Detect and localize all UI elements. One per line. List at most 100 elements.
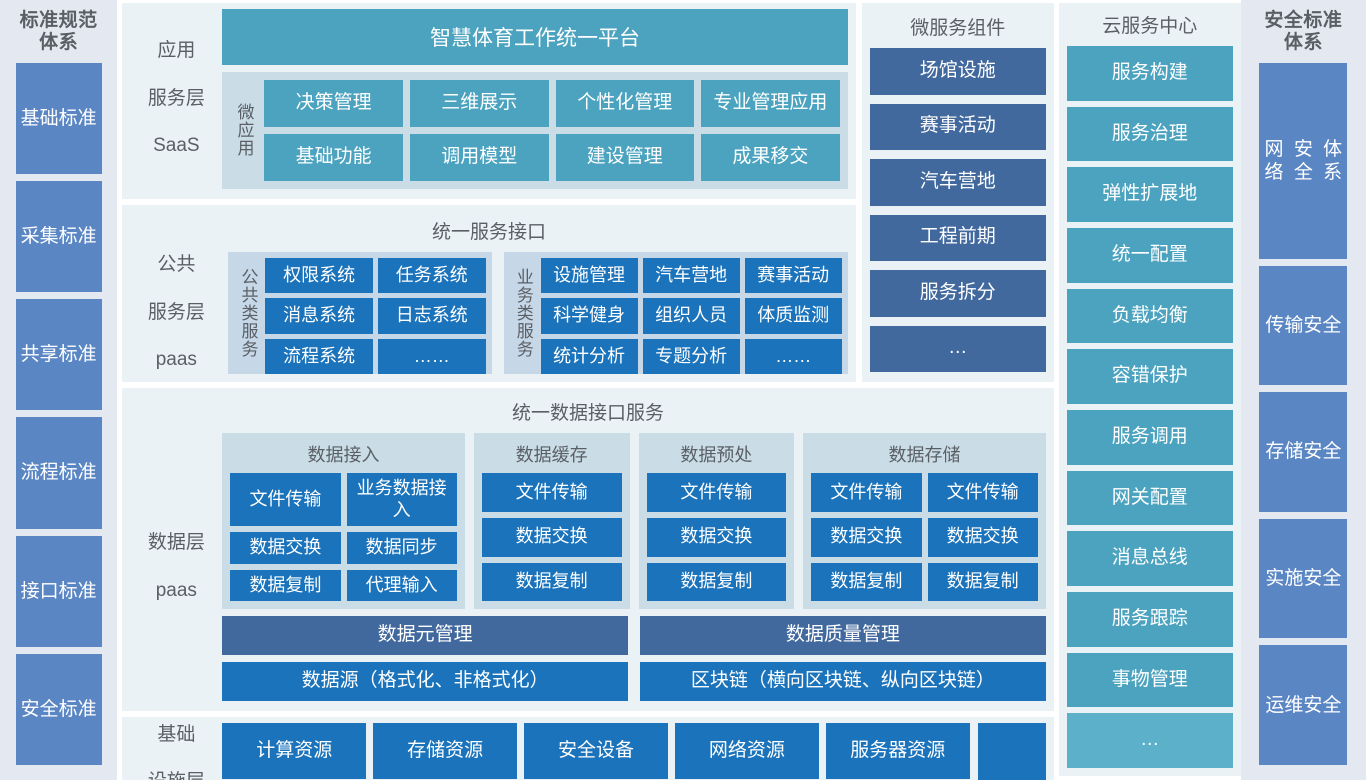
public-service-tile-2-6[interactable]: 体质监测 [744, 298, 842, 334]
security-standard-item-2[interactable]: 传输安全 [1259, 265, 1348, 386]
infrastructure-tile-1[interactable]: 计算资源 [222, 722, 367, 779]
public-service-tile-2-3[interactable]: 赛事活动 [744, 257, 842, 294]
micro-app-tile-3[interactable]: 个性化管理 [555, 80, 695, 127]
data-management-tile-1[interactable]: 数据元管理 [222, 616, 629, 656]
cloud-service-item-7[interactable]: 服务调用 [1066, 410, 1233, 465]
data-tile-3-2[interactable]: 数据交换 [646, 517, 787, 557]
text-line: paas [155, 349, 197, 371]
public-service-tile-1-4[interactable]: 日志系统 [377, 298, 486, 334]
security-standard-item-5[interactable]: 运维安全 [1259, 645, 1348, 765]
cloud-service-item-11[interactable]: 事物管理 [1066, 652, 1233, 708]
public-service-tile-2-5[interactable]: 组织人员 [642, 298, 740, 334]
public-service-tile-2-8[interactable]: 专题分析 [642, 338, 740, 375]
data-tile-4-3[interactable]: 数据交换 [811, 517, 922, 557]
data-group-3: 数据预处文件传输数据交换数据复制 [638, 433, 795, 610]
standard-item-4[interactable]: 流程标准 [15, 417, 102, 529]
data-tile-4-1[interactable]: 文件传输 [811, 473, 922, 512]
standard-item-6[interactable]: 安全标准 [15, 653, 102, 766]
security-standard-item-1[interactable]: 网络安全体系 [1259, 62, 1348, 259]
data-tile-2-2[interactable]: 数据交换 [481, 517, 622, 557]
data-group-title-2: 数据缓存 [515, 445, 588, 465]
data-tile-1-2[interactable]: 业务数据接入 [346, 473, 457, 527]
micro-app-tile-8[interactable]: 成果移交 [701, 133, 840, 181]
public-service-tile-1-3[interactable]: 消息系统 [265, 298, 373, 334]
public-service-tile-1-5[interactable]: 流程系统 [265, 338, 373, 375]
data-group-grid-3: 文件传输数据交换数据复制 [646, 473, 787, 602]
text-line: 接口 [20, 580, 59, 602]
data-tile-3-1[interactable]: 文件传输 [646, 473, 787, 512]
data-management-tile-2[interactable]: 数据质量管理 [640, 616, 1046, 656]
data-tile-4-2[interactable]: 文件传输 [927, 473, 1038, 512]
micro-app-tile-7[interactable]: 建设管理 [555, 133, 695, 181]
data-group-title-3: 数据预处 [680, 445, 753, 465]
cloud-service-item-3[interactable]: 弹性扩展地 [1066, 167, 1233, 223]
text-line: 存储 [1265, 441, 1304, 463]
infrastructure-more-tile[interactable]: …… [977, 722, 1046, 780]
cloud-service-item-12[interactable]: … [1066, 713, 1233, 769]
microservice-item-4[interactable]: 工程前期 [869, 214, 1046, 261]
data-tile-4-6[interactable]: 数据复制 [927, 562, 1038, 602]
infrastructure-tile-3[interactable]: 安全设备 [524, 722, 668, 779]
standard-item-1[interactable]: 基础标准 [15, 62, 102, 175]
data-tile-2-3[interactable]: 数据复制 [481, 562, 622, 602]
data-tile-3-3[interactable]: 数据复制 [646, 562, 787, 602]
microservice-item-1[interactable]: 场馆设施 [869, 48, 1046, 95]
text-line: 安全 [1303, 314, 1342, 336]
infrastructure-tile-5[interactable]: 服务器资源 [825, 722, 970, 779]
public-service-tile-1-2[interactable]: 任务系统 [377, 257, 486, 294]
data-tile-4-4[interactable]: 数据交换 [927, 517, 1038, 557]
cloud-service-item-9[interactable]: 消息总线 [1066, 531, 1233, 587]
cloud-service-item-10[interactable]: 服务跟踪 [1066, 592, 1233, 647]
data-tile-4-5[interactable]: 数据复制 [811, 562, 922, 602]
security-standard-item-3[interactable]: 存储安全 [1259, 392, 1348, 512]
cloud-service-item-4[interactable]: 统一配置 [1066, 228, 1233, 283]
data-tile-1-1[interactable]: 文件传输 [230, 473, 341, 527]
cloud-service-item-1[interactable]: 服务构建 [1066, 46, 1233, 101]
text-line: 安全 [1293, 138, 1313, 183]
security-standard-item-4[interactable]: 实施安全 [1259, 518, 1348, 639]
cloud-service-item-5[interactable]: 负载均衡 [1066, 288, 1233, 344]
data-tile-1-3[interactable]: 数据交换 [230, 532, 341, 564]
data-group-1: 数据接入文件传输业务数据接入数据交换数据同步数据复制代理输入 [222, 433, 465, 610]
text-line: 网络 [1264, 138, 1284, 183]
data-tile-1-4[interactable]: 数据同步 [346, 532, 457, 564]
data-group-grid-1: 文件传输业务数据接入数据交换数据同步数据复制代理输入 [230, 473, 457, 602]
text-line: 共享 [20, 344, 59, 366]
standard-item-5[interactable]: 接口标准 [15, 535, 102, 647]
data-tile-2-1[interactable]: 文件传输 [481, 473, 622, 512]
microservice-item-2[interactable]: 赛事活动 [869, 103, 1046, 150]
micro-app-tile-2[interactable]: 三维展示 [409, 80, 549, 127]
standard-item-3[interactable]: 共享标准 [15, 299, 102, 411]
text-line: 安全标准 [1264, 10, 1343, 31]
public-service-tile-2-1[interactable]: 设施管理 [540, 257, 638, 294]
public-service-tile-2-4[interactable]: 科学健身 [540, 298, 638, 334]
data-source-tile-2[interactable]: 区块链（横向区块链、纵向区块链） [640, 662, 1046, 701]
text-line: 采集 [20, 226, 59, 248]
micro-app-tile-1[interactable]: 决策管理 [264, 80, 403, 127]
micro-app-tile-6[interactable]: 调用模型 [409, 133, 549, 181]
microservice-item-6[interactable]: … [869, 325, 1046, 372]
public-service-tile-2-2[interactable]: 汽车营地 [642, 257, 740, 294]
micro-app-tile-5[interactable]: 基础功能 [264, 133, 403, 181]
cloud-service-item-6[interactable]: 容错保护 [1066, 349, 1233, 405]
text-line: 标准 [58, 462, 97, 484]
micro-app-tile-4[interactable]: 专业管理应用 [701, 80, 840, 127]
cloud-service-item-2[interactable]: 服务治理 [1066, 106, 1233, 162]
cloud-service-item-8[interactable]: 网关配置 [1066, 470, 1233, 526]
public-service-tile-1-1[interactable]: 权限系统 [265, 257, 373, 294]
microservice-item-3[interactable]: 汽车营地 [869, 159, 1046, 206]
data-tile-1-6[interactable]: 代理输入 [346, 569, 457, 602]
standard-item-2[interactable]: 采集标准 [15, 181, 102, 293]
infrastructure-tile-2[interactable]: 存储资源 [373, 722, 518, 779]
public-service-tile-1-6[interactable]: …… [377, 338, 486, 375]
public-service-tile-2-9[interactable]: …… [744, 338, 842, 375]
infrastructure-tile-4[interactable]: 网络资源 [674, 722, 819, 779]
microservice-item-5[interactable]: 服务拆分 [869, 270, 1046, 317]
data-source-tile-1[interactable]: 数据源（格式化、非格式化） [222, 662, 629, 701]
data-tile-1-5[interactable]: 数据复制 [230, 569, 341, 602]
public-service-tile-2-7[interactable]: 统计分析 [540, 338, 638, 375]
